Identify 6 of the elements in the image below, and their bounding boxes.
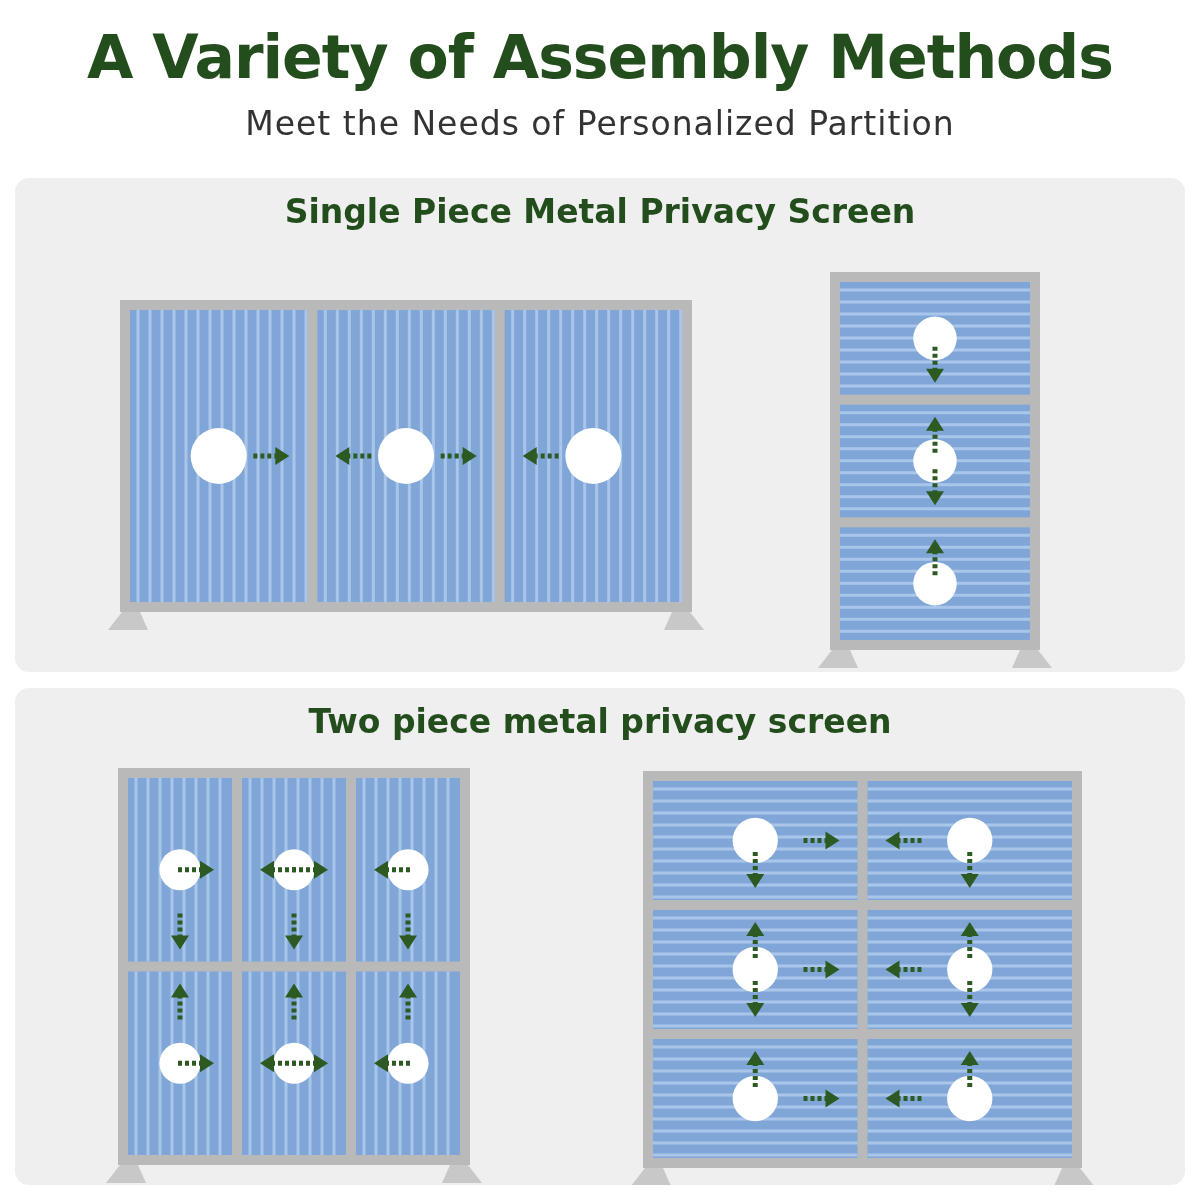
section-heading: Two piece metal privacy screen	[307, 702, 893, 741]
panel-background	[15, 688, 1185, 1185]
title: A Variety of Assembly Methods	[86, 22, 1114, 92]
section-heading: Single Piece Metal Privacy Screen	[283, 192, 917, 231]
subtitle: Meet the Needs of Personalized Partition	[244, 104, 956, 143]
panel-background	[15, 178, 1185, 672]
